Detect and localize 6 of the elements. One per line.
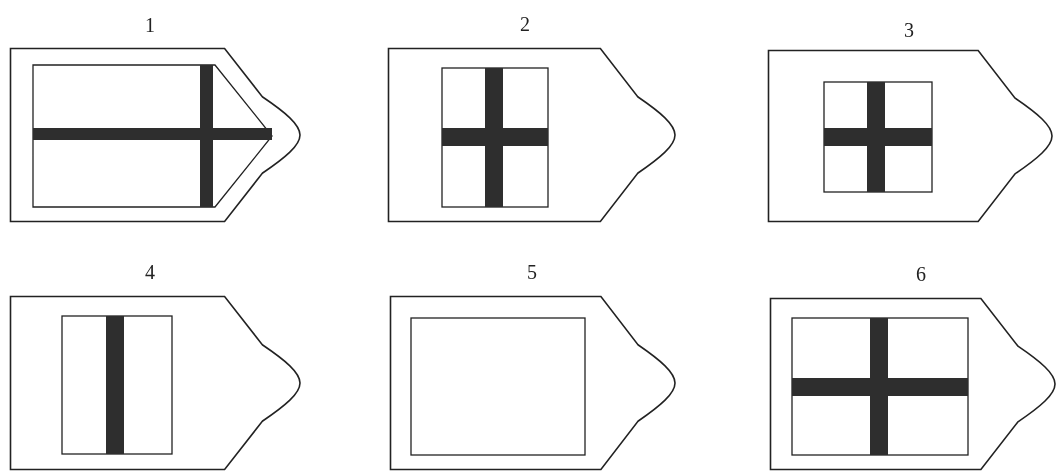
panel-number: 4: [145, 262, 155, 282]
panel-number: 5: [527, 262, 537, 282]
panel-number: 3: [904, 20, 914, 40]
panel-number: 2: [520, 14, 530, 34]
panel-number: 6: [916, 264, 926, 284]
panel-number: 1: [145, 15, 155, 35]
